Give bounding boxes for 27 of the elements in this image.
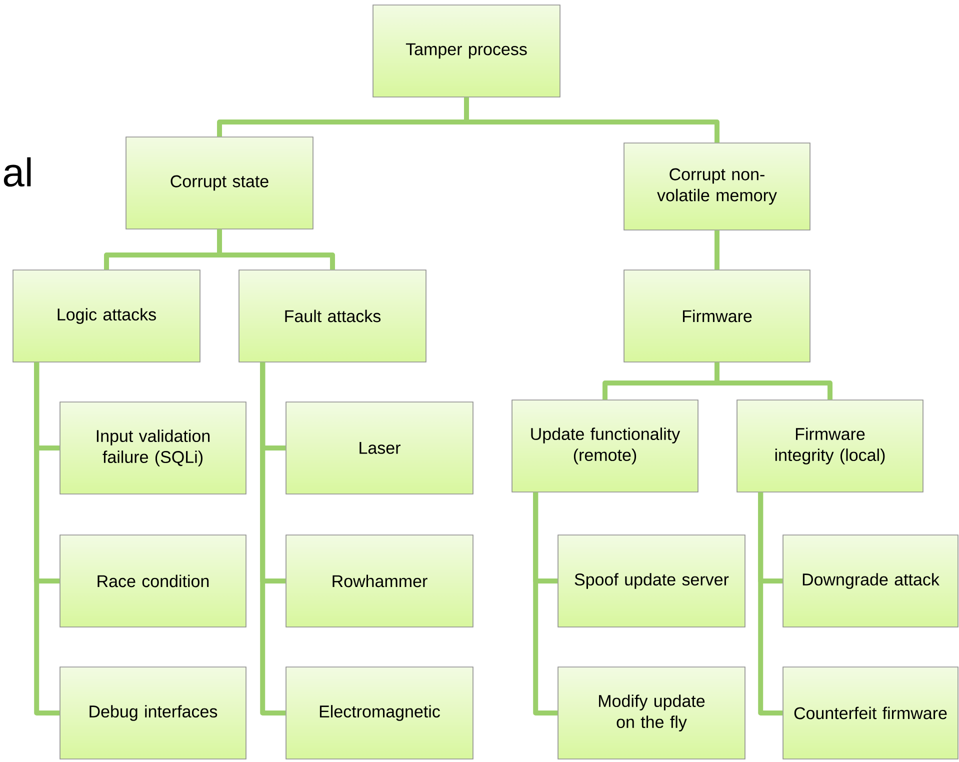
process-box: Electromagnetic <box>286 666 474 760</box>
connector-line <box>260 362 286 716</box>
process-box: Laser <box>286 402 474 494</box>
connector-line <box>217 229 335 270</box>
process-box: Firmware <box>624 270 810 362</box>
connector-line <box>714 362 832 400</box>
process-box: Spoof update server <box>558 534 746 628</box>
process-box: Corrupt state <box>126 136 314 230</box>
process-box: Fault attacks <box>238 270 426 362</box>
process-box: Update functionality (remote) <box>512 400 698 492</box>
process-box: Input validation failure (SQLi) <box>60 402 246 494</box>
process-box: Logic attacks <box>12 270 200 362</box>
process-box: Counterfeit firmware <box>782 666 958 760</box>
process-box: Downgrade attack <box>782 534 958 628</box>
process-box: Modify update on the fly <box>558 666 746 760</box>
connector-line <box>34 362 60 716</box>
process-box: Firmware integrity (local) <box>736 400 924 492</box>
process-box: Debug interfaces <box>60 666 246 760</box>
connector-line <box>533 492 558 716</box>
process-box: Corrupt non-volatile memory <box>624 142 810 230</box>
process-box: Tamper process <box>372 4 560 98</box>
connector-line <box>758 492 783 716</box>
connector-line <box>464 97 720 143</box>
connector-line <box>714 230 720 270</box>
text-fragment: al <box>4 157 31 187</box>
process-box: Rowhammer <box>286 534 474 628</box>
process-box: Race condition <box>60 534 246 628</box>
